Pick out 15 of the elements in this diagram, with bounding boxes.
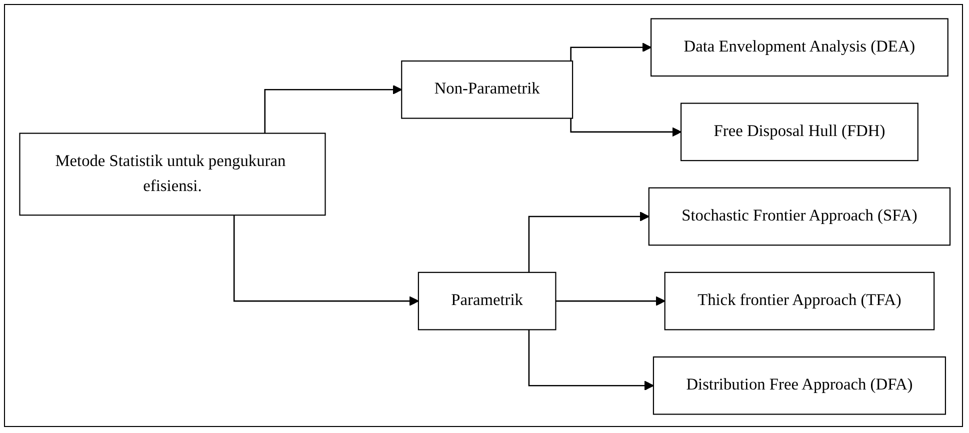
node-box: Free Disposal Hull (FDH) [680,102,918,162]
arrow [554,296,665,306]
node-box: Data Envelopment Analysis (DEA) [650,18,948,77]
node-box: Metode Statistik untuk pengukuran efisiensi. [18,132,326,216]
node-box: Stochastic Frontier Approach (SFA) [648,187,950,246]
arrow [570,118,682,137]
node-box: Distribution Free Approach (DFA) [652,356,946,415]
arrow [528,330,654,390]
node-box: Non-Parametrik [400,60,573,119]
arrow [233,215,418,306]
node-box: Thick frontier Approach (TFA) [664,272,934,330]
arrow [528,212,649,272]
node-box: Parametrik [418,272,556,330]
arrow [264,84,402,134]
arrow [570,42,652,61]
